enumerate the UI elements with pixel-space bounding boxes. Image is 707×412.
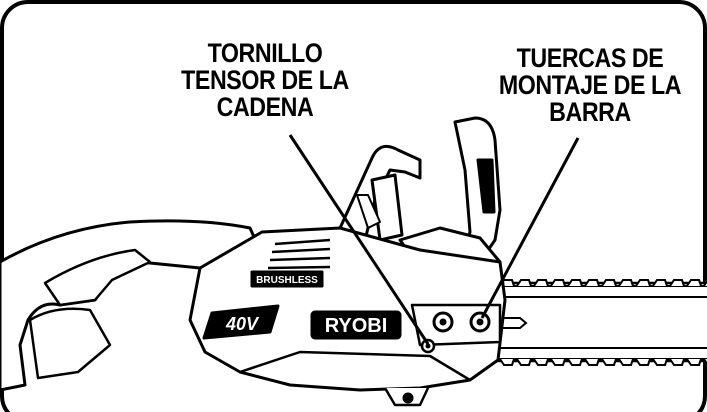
chain-tooth — [584, 358, 600, 366]
chain-tooth — [635, 358, 651, 366]
saw-chain-top — [498, 279, 707, 298]
chain-tooth — [550, 358, 566, 366]
chain-tooth — [567, 358, 583, 366]
chain-tooth — [686, 279, 702, 287]
brushless-text: BRUSHLESS — [256, 275, 318, 286]
callout-right-line-3: BARRA — [549, 97, 631, 127]
saw-chain-bottom — [498, 347, 707, 366]
chain-tooth — [703, 279, 707, 287]
chain-tooth — [499, 358, 515, 366]
voltage-badge — [202, 304, 280, 340]
voltage-text: 40V — [225, 314, 260, 334]
chain-tooth — [584, 279, 600, 287]
chain-tooth — [652, 279, 668, 287]
chain-tooth — [533, 358, 549, 366]
chain-tooth — [533, 279, 549, 287]
callout-left-line-1: TORNILLO — [207, 38, 323, 68]
brushless-badge — [250, 270, 324, 288]
callout-right-line-1: TUERCAS DE — [516, 43, 664, 73]
callout-right-line-2: MONTAJE DE LA — [498, 70, 682, 100]
chain-tooth — [618, 358, 634, 366]
callout-chain-tension-screw: TORNILLO TENSOR DE LA CADENA — [166, 40, 364, 121]
ryobi-logo-text: RYOBI — [325, 315, 388, 337]
chain-tooth — [669, 358, 685, 366]
ryobi-badge — [310, 310, 402, 340]
chain-bar — [478, 279, 707, 366]
callout-left-line-3: CADENA — [216, 92, 314, 122]
chain-tooth — [516, 279, 532, 287]
bar-mounting-nuts — [432, 311, 491, 333]
chain-tooth — [703, 358, 707, 366]
leader-line-left — [288, 134, 430, 345]
chain-tooth — [635, 279, 651, 287]
chain-tension-screw — [420, 338, 436, 354]
chain-tooth — [601, 279, 617, 287]
callout-bar-mounting-nuts: TUERCAS DE MONTAJE DE LA BARRA — [487, 45, 693, 126]
chain-tooth — [550, 279, 566, 287]
chain-tooth — [567, 279, 583, 287]
chain-tooth — [601, 358, 617, 366]
chain-tooth — [686, 358, 702, 366]
callout-left-line-2: TENSOR DE LA — [181, 65, 349, 95]
leader-line-right — [480, 137, 580, 319]
chain-tooth — [516, 358, 532, 366]
chain-tooth — [652, 358, 668, 366]
rear-handle — [0, 219, 264, 392]
chain-tooth — [669, 279, 685, 287]
chain-tooth — [618, 279, 634, 287]
